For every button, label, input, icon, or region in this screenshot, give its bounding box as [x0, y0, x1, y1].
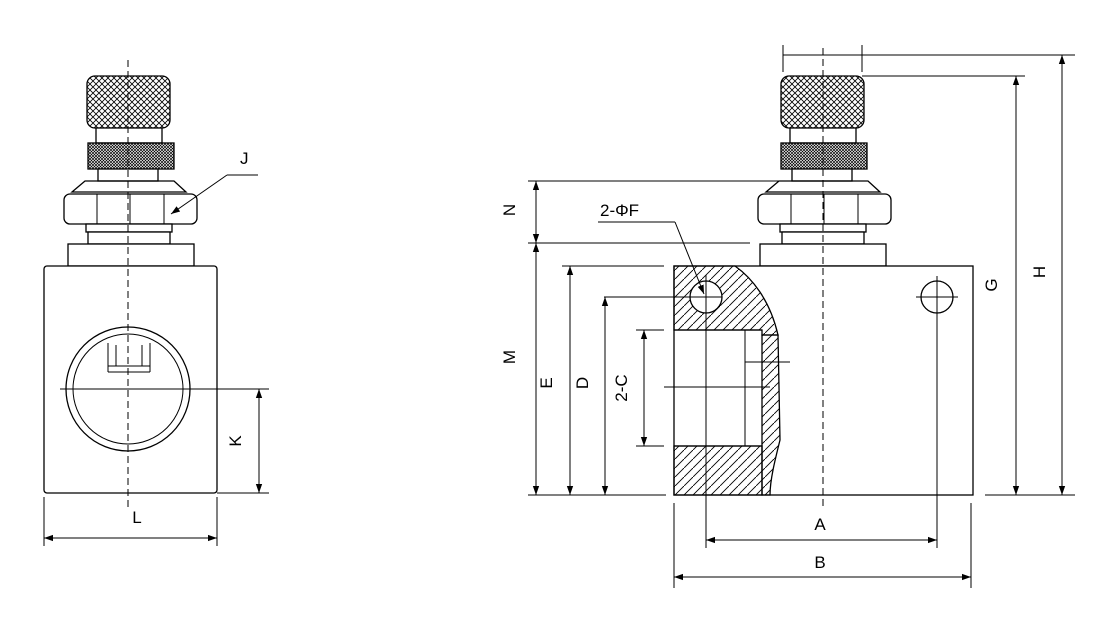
- valve-body-side: [43, 265, 218, 494]
- label-B: B: [814, 553, 825, 572]
- section-view: N 2-ΦF M E D 2-C G H A B: [500, 45, 1075, 588]
- label-H: H: [1030, 266, 1049, 278]
- lock-ring: [87, 142, 175, 170]
- label-G: G: [982, 278, 1001, 291]
- label-A: A: [814, 515, 826, 534]
- label-E: E: [537, 377, 556, 388]
- label-L: L: [132, 508, 141, 527]
- label-M: M: [500, 350, 519, 364]
- adjustment-knob: [86, 75, 171, 144]
- label-2-C: 2-C: [612, 374, 631, 401]
- label-2-PhiF: 2-ΦF: [600, 201, 639, 220]
- hex-nut: [63, 193, 198, 225]
- label-D: D: [573, 377, 592, 389]
- side-view: J K L: [43, 60, 269, 546]
- label-J: J: [240, 149, 249, 168]
- label-N: N: [500, 204, 519, 216]
- label-K: K: [226, 435, 245, 447]
